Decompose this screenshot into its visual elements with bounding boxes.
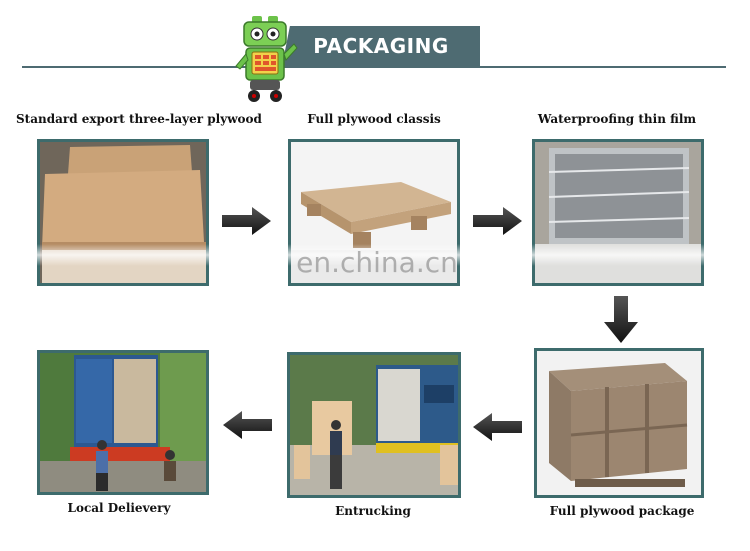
robot-mascot-icon (232, 14, 298, 104)
page-title: PACKAGING (313, 34, 449, 58)
step-5-photo (287, 352, 461, 498)
arrow-right-icon (473, 207, 522, 235)
step-4-caption: Full plywood package (549, 504, 695, 518)
step-6-photo (37, 350, 209, 495)
step-5-caption: Entrucking (335, 504, 411, 518)
step-2-caption: Full plywood classis (307, 112, 441, 126)
arrow-left-icon (473, 413, 522, 441)
arrow-left-icon (223, 411, 272, 439)
header-banner (282, 26, 480, 66)
watermark: en.china.cn (296, 246, 458, 279)
step-1-caption: Standard export three-layer plywood (16, 112, 262, 126)
step-6-caption: Local Delievery (67, 501, 171, 515)
watermark-band (30, 244, 720, 266)
step-4-photo (534, 348, 704, 498)
step-3-caption: Waterproofing thin film (537, 112, 697, 126)
arrow-down-icon (604, 296, 638, 343)
arrow-right-icon (222, 207, 271, 235)
header-divider (22, 66, 726, 68)
